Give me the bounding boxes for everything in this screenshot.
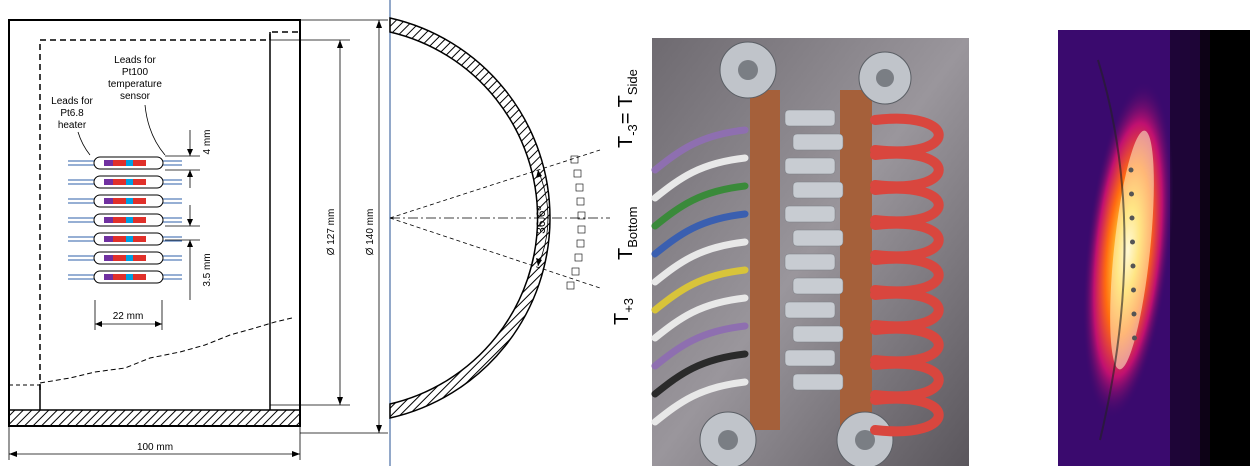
- sensor-capsule: [68, 213, 182, 227]
- lead-wire: [651, 294, 749, 342]
- sensor-capsule: [68, 232, 182, 246]
- photo-sensor: [792, 325, 844, 343]
- hemisphere-section: 36.6º: [389, 0, 610, 466]
- dim-outer-diameter: Ø 140 mm: [300, 19, 388, 434]
- sensor-label-line2: Pt100: [122, 67, 149, 78]
- photo-sensor: [792, 373, 844, 391]
- dim-127mm-label: Ø 127 mm: [326, 209, 337, 256]
- photo-sensor: [784, 301, 836, 319]
- red-wire: [870, 393, 944, 437]
- lead-wire: [651, 154, 749, 202]
- photo-sensor: [784, 157, 836, 175]
- lead-wire: [651, 182, 749, 230]
- thermal-sensor-dot: [1131, 287, 1136, 293]
- photo-sensor: [792, 181, 844, 199]
- lead-wire: [651, 238, 749, 286]
- lead-wire: [651, 350, 749, 398]
- sensor-capsule: [68, 251, 182, 265]
- sensor-label-line4: sensor: [120, 91, 151, 102]
- sensor-stack: [68, 156, 182, 284]
- shell-notches: [566, 155, 586, 290]
- hatched-shell: [389, 17, 551, 419]
- dim-sensor-length: 22 mm: [94, 300, 163, 330]
- thermal-sensor-dot: [1129, 215, 1135, 221]
- photo-sensor: [784, 109, 836, 127]
- photo-sensor: [784, 349, 836, 367]
- sensor-label-line1: Leads for: [114, 55, 156, 66]
- heater-leads-label: Leads for Pt6.8 heater: [51, 96, 94, 156]
- heater-label-line3: heater: [58, 120, 87, 131]
- dim-140mm-label: Ø 140 mm: [365, 209, 376, 256]
- thermal-sensor-dot: [1131, 311, 1137, 317]
- photo-sensor: [792, 133, 844, 151]
- photo-sensor: [784, 205, 836, 223]
- sensor-capsule: [68, 175, 182, 189]
- sensor-capsule: [68, 194, 182, 208]
- sensor-label-line3: temperature: [108, 79, 162, 90]
- angle-label: 36.6º: [534, 206, 548, 234]
- dim-22mm-label: 22 mm: [113, 311, 144, 322]
- inner-dashed-outline: [39, 39, 270, 390]
- t-side-label: T-3= TSide: [615, 69, 640, 148]
- photo-sensor: [784, 253, 836, 271]
- t-plus3-label: T+3: [611, 298, 636, 325]
- dim-100mm-label: 100 mm: [137, 442, 173, 453]
- photo-sensor: [792, 277, 844, 295]
- lead-wire: [651, 266, 749, 314]
- thermal-sensor-dot: [1129, 191, 1134, 197]
- dim-spacing-top: 4 mm: [165, 130, 213, 188]
- dim-4mm-label: 4 mm: [202, 130, 213, 155]
- svg-text:T-3= TSide: T-3= TSide: [615, 69, 640, 148]
- thermal-sensor-dot: [1128, 167, 1134, 173]
- t-bottom-label: TBottom: [615, 207, 640, 260]
- heater-label-line1: Leads for: [51, 96, 93, 107]
- lead-wire: [651, 210, 749, 258]
- photo-sensor: [792, 229, 844, 247]
- thermal-image: [1058, 30, 1250, 466]
- container-cross-section: [8, 19, 301, 427]
- svg-text:T+3: T+3: [611, 298, 636, 325]
- sensor-capsule: [68, 156, 182, 170]
- dim-spacing-bottom: 3.5 mm: [165, 205, 213, 300]
- thermal-sensor-dot: [1132, 335, 1137, 341]
- break-line: [39, 317, 293, 384]
- hatched-base: [8, 409, 301, 427]
- thermal-sensor-dot: [1130, 263, 1136, 269]
- lead-wire: [651, 378, 749, 426]
- heater-label-line2: Pt6.8: [60, 108, 84, 119]
- lead-wire: [651, 322, 749, 370]
- svg-text:TBottom: TBottom: [615, 207, 640, 260]
- sensor-array-photo: [651, 38, 969, 469]
- sensor-capsule: [68, 270, 182, 284]
- dim-width: 100 mm: [8, 426, 301, 460]
- dim-inner-diameter: Ø 127 mm: [270, 39, 350, 406]
- lead-wire: [651, 126, 749, 174]
- dim-3-5mm-label: 3.5 mm: [202, 253, 213, 286]
- thermal-sensor-dot: [1130, 239, 1135, 245]
- sensor-leads-label: Leads for Pt100 temperature sensor: [108, 55, 166, 156]
